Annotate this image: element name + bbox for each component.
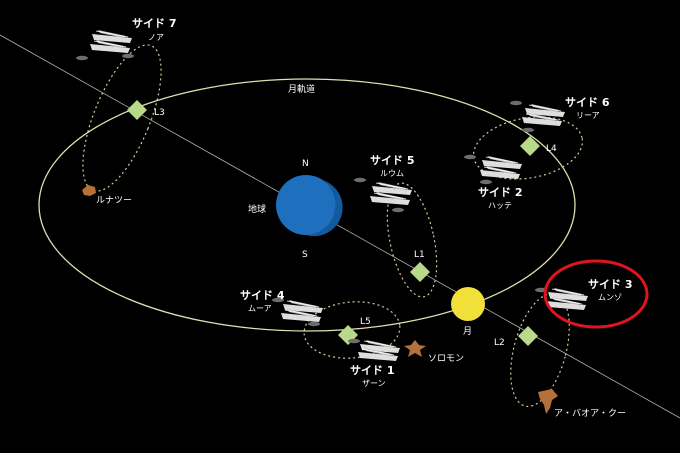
side4-colonies xyxy=(272,297,324,327)
side3-highlight-circle xyxy=(543,259,649,329)
l3-point xyxy=(127,100,147,120)
l1-label: L1 xyxy=(414,250,425,260)
side3-name: ムンゾ xyxy=(598,293,622,302)
side3-colonies xyxy=(535,287,589,311)
side7-title: サイド 7 xyxy=(132,17,176,30)
earth-south-label: S xyxy=(302,250,308,260)
moon-label: 月 xyxy=(463,326,472,337)
side1-title: サイド 1 xyxy=(350,364,394,377)
moon xyxy=(451,287,485,321)
l4-label: L4 xyxy=(546,144,557,154)
side7-orbit xyxy=(82,44,162,192)
earth-north-label: N xyxy=(302,159,309,169)
earth xyxy=(276,175,343,237)
orbit-label: 月軌道 xyxy=(288,83,315,95)
side3-orbit xyxy=(510,292,570,408)
l4-point xyxy=(520,136,540,156)
earth-moon-axis-line xyxy=(0,34,680,419)
l5-label: L5 xyxy=(360,317,371,327)
side7-colonies xyxy=(76,29,134,61)
side2-title: サイド 2 xyxy=(478,186,522,199)
side4-1-orbit xyxy=(303,301,401,359)
side6-title: サイド 6 xyxy=(565,96,610,109)
moon-orbit xyxy=(38,78,576,332)
side2-colonies xyxy=(464,154,523,185)
l2-label: L2 xyxy=(494,338,505,348)
side5-orbit xyxy=(386,182,438,298)
solomon-label: ソロモン xyxy=(428,354,464,364)
side1-colonies xyxy=(348,338,401,362)
solomon-asteroid-icon xyxy=(404,340,426,357)
lunatsu-asteroid-icon xyxy=(82,185,96,196)
side2-name: ハッテ xyxy=(488,201,512,210)
side6-name: リーア xyxy=(576,111,600,120)
abaoaqu-label: ア・バオア・クー xyxy=(554,408,626,419)
side5-title: サイド 5 xyxy=(370,154,414,167)
side7-name: ノア xyxy=(148,33,164,42)
side4-name: ムーア xyxy=(248,304,272,313)
l2-point xyxy=(518,326,538,346)
l1-point xyxy=(410,262,430,282)
side3-title: サイド 3 xyxy=(588,278,632,291)
side4-title: サイド 4 xyxy=(240,289,285,302)
l3-label: L3 xyxy=(154,108,165,118)
side5-name: ルウム xyxy=(380,169,404,178)
abaoaqu-asteroid-icon xyxy=(538,389,558,414)
lunatsu-label: ルナツー xyxy=(96,195,132,206)
side1-name: ザーン xyxy=(362,379,386,388)
earth-label: 地球 xyxy=(248,203,266,215)
